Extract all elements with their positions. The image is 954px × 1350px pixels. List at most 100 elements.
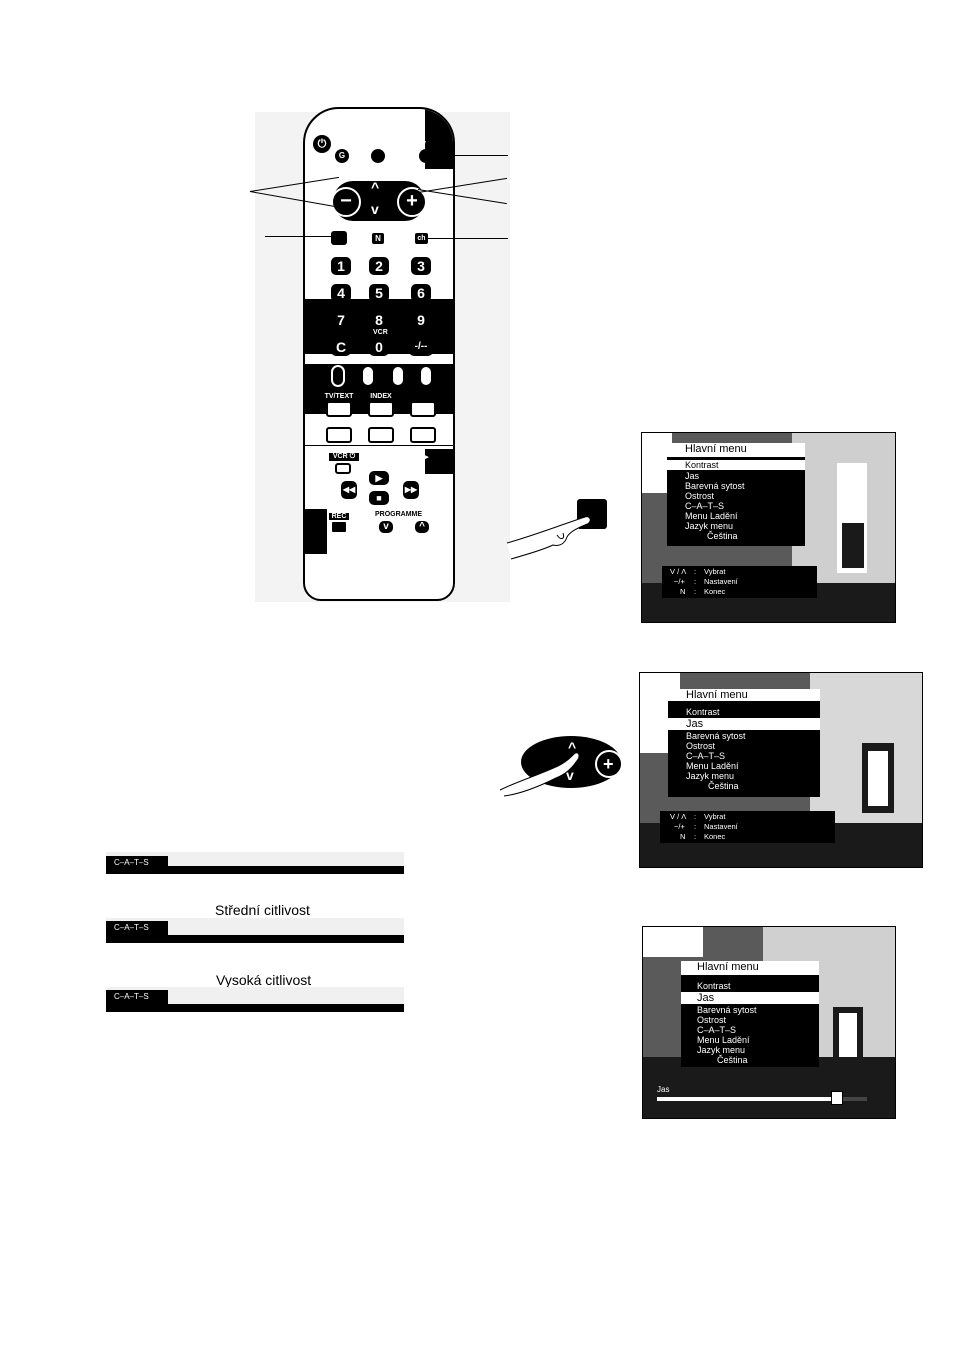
legend-action: Nastavení: [704, 577, 738, 586]
pause-label: II/ ▸: [417, 454, 429, 461]
color-button-2[interactable]: [361, 365, 375, 387]
cats-bar-3: [106, 1004, 404, 1012]
svg-text:^: ^: [568, 739, 576, 755]
svg-text:+: +: [603, 754, 614, 774]
menu-item-ostrost[interactable]: Ostrost: [697, 1015, 727, 1025]
color-button-4[interactable]: [419, 365, 433, 387]
tv-screen-2: Hlavní menu Kontrast Jas Barevná sytost …: [639, 672, 923, 868]
main-menu-3: Hlavní menu Kontrast Jas Barevná sytost …: [681, 961, 819, 1067]
menu-item-kontrast[interactable]: Kontrast: [685, 460, 719, 470]
index-button[interactable]: [368, 401, 394, 417]
c-button[interactable]: C: [331, 338, 351, 356]
menu-item-kontrast[interactable]: Kontrast: [686, 707, 720, 717]
minus-button[interactable]: −: [331, 187, 361, 217]
menu-item-jas[interactable]: Jas: [685, 471, 700, 481]
menu-item-barevna-sytost[interactable]: Barevná sytost: [685, 481, 745, 491]
bar-label: Jas: [657, 1085, 670, 1094]
menu-item-barevna-sytost[interactable]: Barevná sytost: [697, 1005, 757, 1015]
num-4-button[interactable]: 4: [331, 284, 351, 302]
legend-action: Konec: [704, 832, 726, 841]
legend-key: V / Λ: [670, 567, 687, 576]
num-9-button[interactable]: 9: [411, 311, 431, 329]
menu-item-ostrost[interactable]: Ostrost: [685, 491, 715, 501]
main-menu-2: Hlavní menu Kontrast Jas Barevná sytost …: [668, 689, 820, 797]
color-button-3[interactable]: [391, 365, 405, 387]
blank-square-button[interactable]: [331, 231, 347, 245]
brightness-bar-track: [657, 1097, 867, 1101]
legend-key: V / Λ: [670, 812, 687, 821]
legend-sep: :: [694, 587, 697, 596]
menu-title: Hlavní menu: [668, 689, 820, 701]
color-button-1[interactable]: [331, 365, 345, 387]
brightness-slider-handle[interactable]: [830, 1091, 843, 1105]
ch-button[interactable]: ch: [415, 233, 428, 244]
menu-item-jazyk-menu[interactable]: Jazyk menu: [686, 771, 735, 781]
menu-item-menu-ladeni[interactable]: Menu Ladění: [697, 1035, 750, 1045]
legend-key: N: [680, 832, 686, 841]
menu-item-menu-ladeni[interactable]: Menu Ladění: [686, 761, 739, 771]
index-label: INDEX: [370, 393, 392, 400]
play-button[interactable]: ▶: [369, 471, 389, 485]
rec-label: REC: [329, 513, 349, 520]
brand-logo: Panasonic: [338, 117, 394, 129]
round-button[interactable]: [371, 149, 385, 163]
menu-item-cats[interactable]: C–A–T–S: [686, 751, 726, 761]
cats-tag: C–A–T–S: [106, 990, 168, 1004]
menu-item-menu-ladeni[interactable]: Menu Ladění: [685, 511, 738, 521]
programme-up-button[interactable]: ^: [415, 521, 429, 533]
num-0-button[interactable]: 0: [369, 338, 389, 356]
num-7-button[interactable]: 7: [331, 311, 351, 329]
legend-key: N: [680, 587, 686, 596]
legend-action: Vybrat: [704, 567, 726, 576]
down-arrow-icon[interactable]: v: [371, 201, 379, 217]
menu-item-cestina[interactable]: Čeština: [707, 531, 738, 541]
menu-item-cats[interactable]: C–A–T–S: [697, 1025, 737, 1035]
legend-sep: :: [694, 577, 697, 586]
tv-av-button[interactable]: [419, 149, 433, 163]
num-2-button[interactable]: 2: [369, 257, 389, 275]
rewind-button[interactable]: ◀◀: [341, 481, 357, 499]
legend-sep: :: [694, 822, 697, 831]
menu-title: Hlavní menu: [667, 443, 805, 457]
reveal-button[interactable]: [368, 427, 394, 443]
menu-item-cestina[interactable]: Čeština: [708, 781, 739, 791]
num-8-button[interactable]: 8: [369, 311, 389, 329]
num-1-button[interactable]: 1: [331, 257, 351, 275]
g-button[interactable]: G: [335, 149, 349, 163]
num-5-button[interactable]: 5: [369, 284, 389, 302]
hand-press-dpad-icon: + ^ v: [499, 736, 623, 797]
time-text-label: TIME TEXT: [320, 419, 358, 426]
leader-line: [265, 236, 333, 237]
num-3-button[interactable]: 3: [411, 257, 431, 275]
menu-item-jazyk-menu[interactable]: Jazyk menu: [685, 521, 734, 531]
tv-text-button[interactable]: [326, 401, 352, 417]
num-6-button[interactable]: 6: [411, 284, 431, 302]
leader-line: [425, 238, 508, 239]
vcr-power-button[interactable]: [335, 463, 351, 474]
menu-legend-1: V / Λ : Vybrat −/+ : Nastavení N : Konec: [662, 566, 817, 598]
power-button[interactable]: ⏻: [313, 135, 331, 153]
n-button[interactable]: N: [372, 233, 384, 244]
menu-item-kontrast[interactable]: Kontrast: [697, 981, 731, 991]
ffwd-button[interactable]: ▶▶: [403, 481, 419, 499]
menu-item-jazyk-menu[interactable]: Jazyk menu: [697, 1045, 746, 1055]
rec-button[interactable]: [331, 521, 347, 533]
hold-button[interactable]: [410, 401, 436, 417]
up-arrow-icon[interactable]: ^: [371, 179, 380, 195]
menu-item-cats[interactable]: C–A–T–S: [685, 501, 725, 511]
menu-item-cestina[interactable]: Čeština: [717, 1055, 748, 1065]
programme-down-button[interactable]: v: [379, 521, 393, 533]
menu-item-jas[interactable]: Jas: [697, 992, 715, 1004]
dash-button[interactable]: -/--: [409, 338, 433, 356]
menu-item-jas[interactable]: Jas: [686, 718, 704, 730]
navigation-pad[interactable]: − + ^ v: [331, 179, 427, 221]
ftb-label: F/T/B: [414, 419, 432, 426]
menu-item-barevna-sytost[interactable]: Barevná sytost: [686, 731, 746, 741]
menu-item-ostrost[interactable]: Ostrost: [686, 741, 716, 751]
menu-legend-2: V / Λ : Vybrat −/+ : Nastavení N : Konec: [660, 811, 835, 843]
stop-button[interactable]: ■: [369, 491, 389, 505]
time-text-button[interactable]: [326, 427, 352, 443]
vcr-small-label: VCR: [373, 329, 388, 336]
ftb-button[interactable]: [410, 427, 436, 443]
brightness-bar-fill: [657, 1097, 836, 1101]
